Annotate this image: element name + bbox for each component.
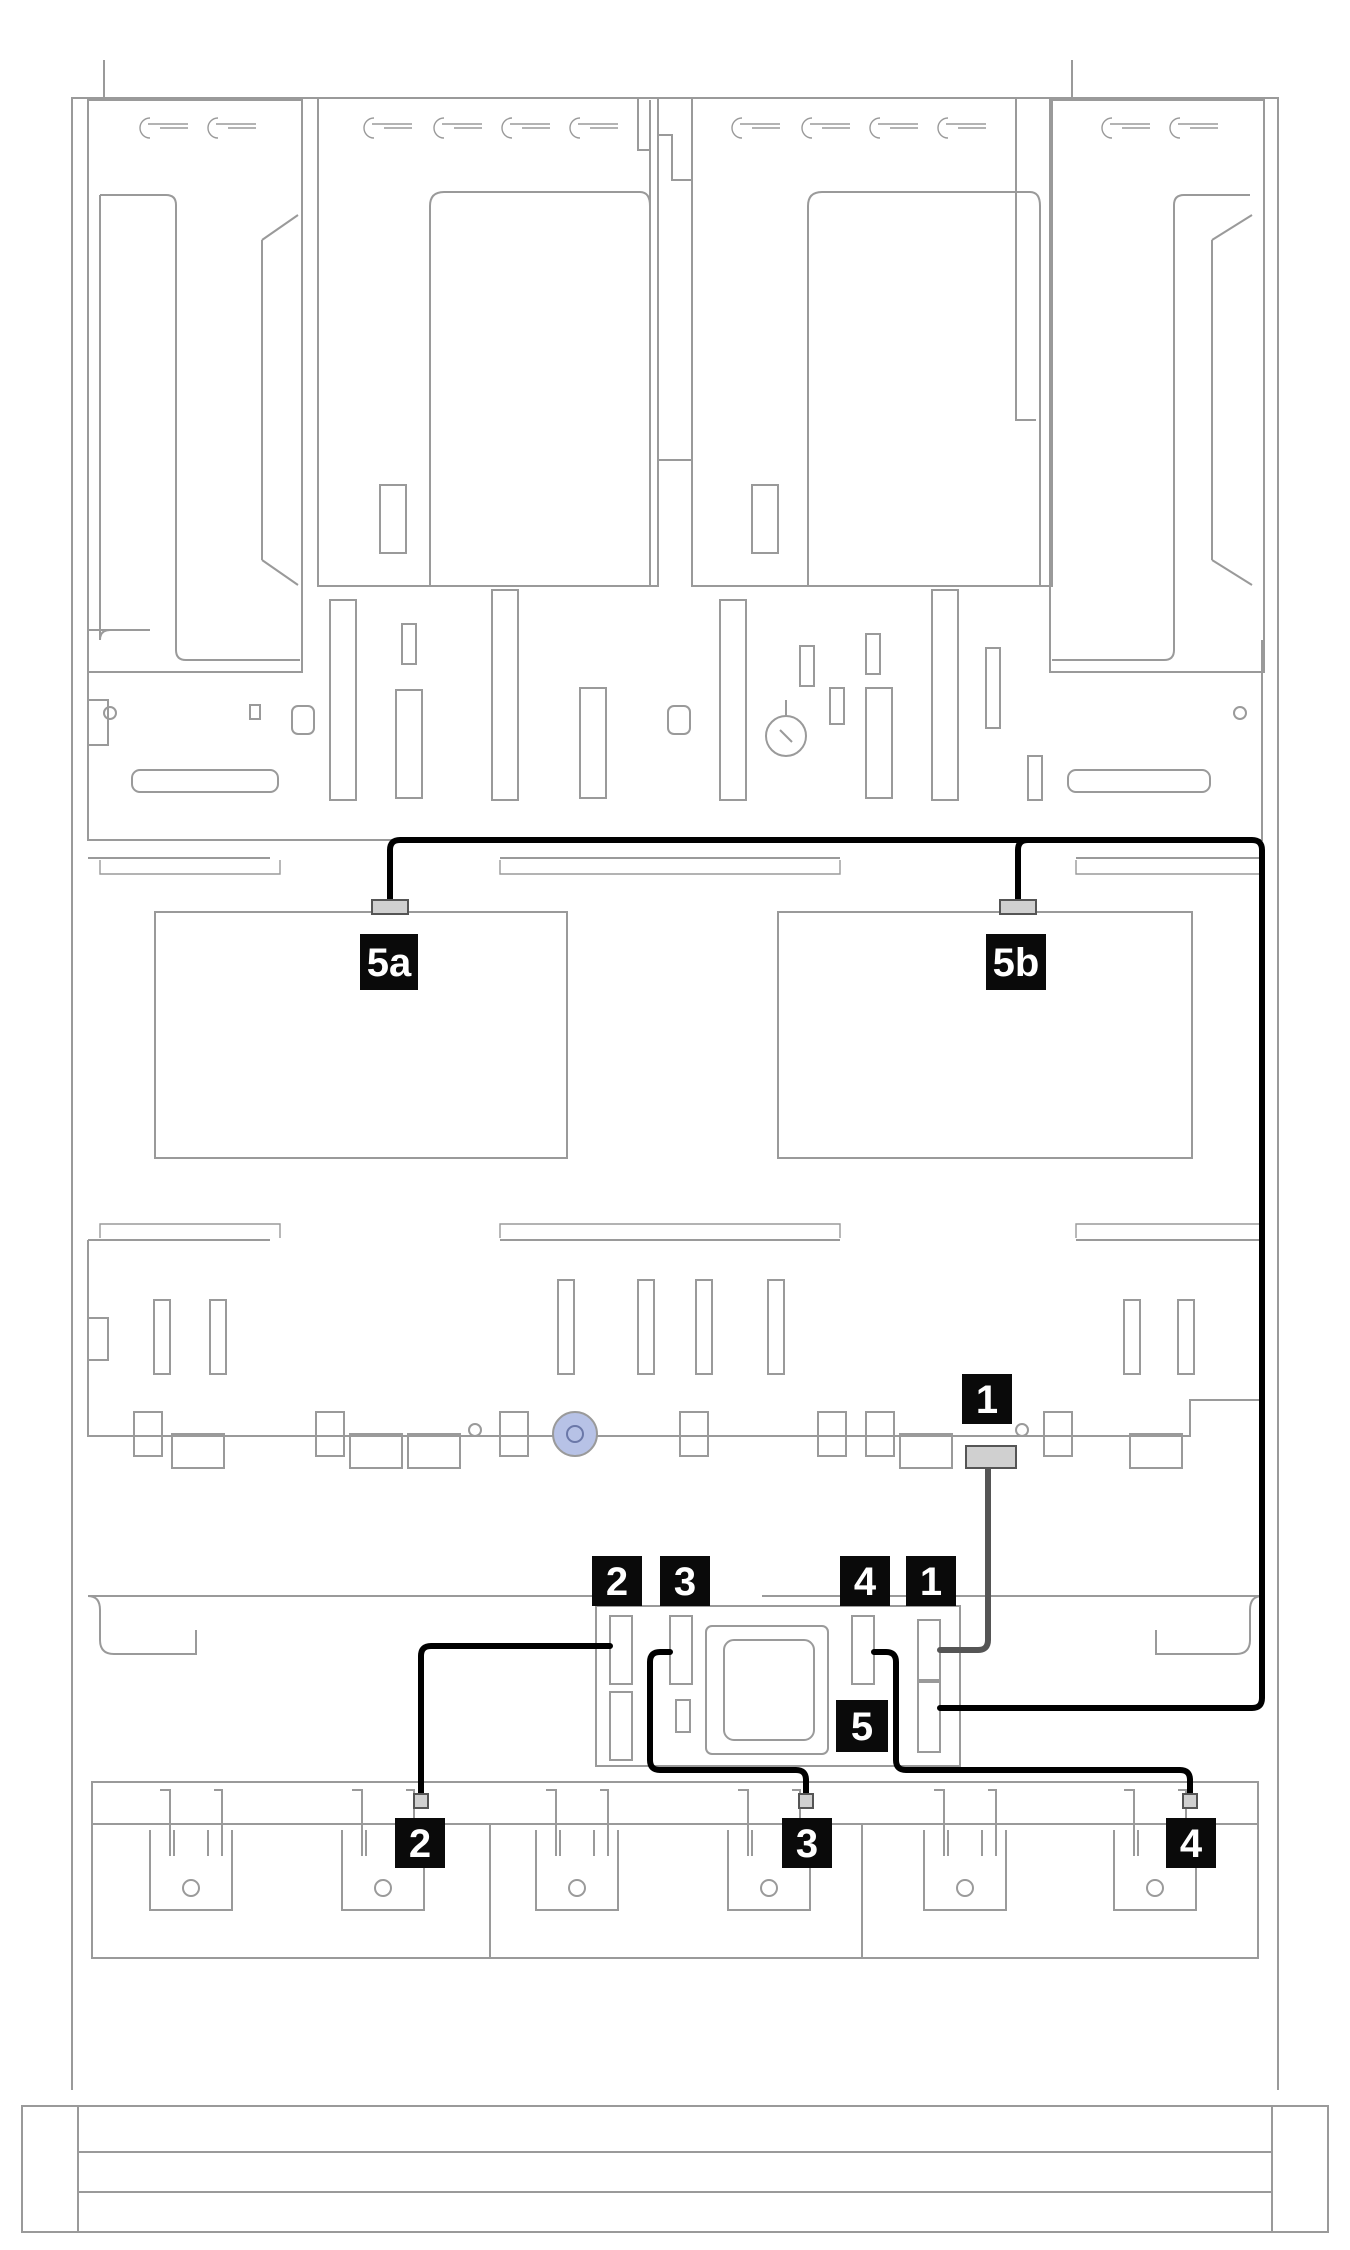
connector-3-drive[interactable] [798,1793,814,1809]
svg-text:5b: 5b [993,941,1040,985]
connector-1-sysboard[interactable] [965,1445,1017,1469]
connector-4-drive[interactable] [1182,1793,1198,1809]
svg-text:4: 4 [1180,1822,1203,1866]
svg-text:3: 3 [796,1822,818,1866]
board-connector-4[interactable] [851,1615,875,1685]
riser-center-left [317,97,659,587]
callout-4-drive: 4 [1166,1818,1216,1868]
connectors [371,899,1198,1809]
chassis-outline [21,60,1329,2233]
connector-5a[interactable] [371,899,409,915]
svg-text:2: 2 [409,1822,431,1866]
board-connector-5[interactable] [917,1679,941,1753]
svg-text:2: 2 [606,1560,628,1604]
drive-bay-cage [91,1781,1259,1959]
cable-5 [387,837,1265,1711]
cables [387,837,1265,1797]
processor-heatsink-right [777,911,1193,1159]
callout-3-drive: 3 [782,1818,832,1868]
processor-heatsink-left [154,911,568,1159]
system-board-lower [87,1240,1263,1469]
svg-text:1: 1 [976,1378,998,1422]
cable-2 [418,1643,613,1797]
slot-bracket-icon [1101,117,1218,139]
callout-4-board: 4 [840,1556,890,1606]
connector-2-drive[interactable] [413,1793,429,1809]
svg-text:3: 3 [674,1560,696,1604]
callout-1-board: 1 [906,1556,956,1606]
slot-bracket-icon [139,117,256,139]
slot-bracket-icon [363,117,618,139]
backplane-controller-chip [705,1625,829,1755]
slot-bracket-icon [731,117,986,139]
board-connector-3[interactable] [669,1615,693,1685]
callout-2-drive: 2 [395,1818,445,1868]
cable-3 [647,1649,809,1797]
riser-center-right [658,97,1053,587]
board-connector-1[interactable] [917,1619,941,1683]
processor-area [88,857,1263,1241]
svg-text:1: 1 [920,1560,942,1604]
drive-latch-icon [149,1789,1197,1911]
callout-1-sysboard: 1 [962,1374,1012,1424]
callout-5a: 5a [360,934,418,990]
riser-right [1049,99,1265,673]
board-connector-2[interactable] [609,1615,633,1685]
callout-2-board: 2 [592,1556,642,1606]
callout-3-board: 3 [660,1556,710,1606]
riser-left [87,99,303,673]
system-board-upper [87,589,1263,841]
thumbscrew-icon[interactable] [552,1411,598,1457]
callout-5-board: 5 [836,1700,888,1752]
svg-text:4: 4 [854,1560,877,1604]
cable-4 [871,1649,1193,1797]
connector-5b[interactable] [999,899,1037,915]
callout-5b: 5b [986,934,1046,990]
cable-1 [937,1453,991,1653]
svg-text:5: 5 [851,1705,873,1749]
svg-text:5a: 5a [367,941,412,985]
